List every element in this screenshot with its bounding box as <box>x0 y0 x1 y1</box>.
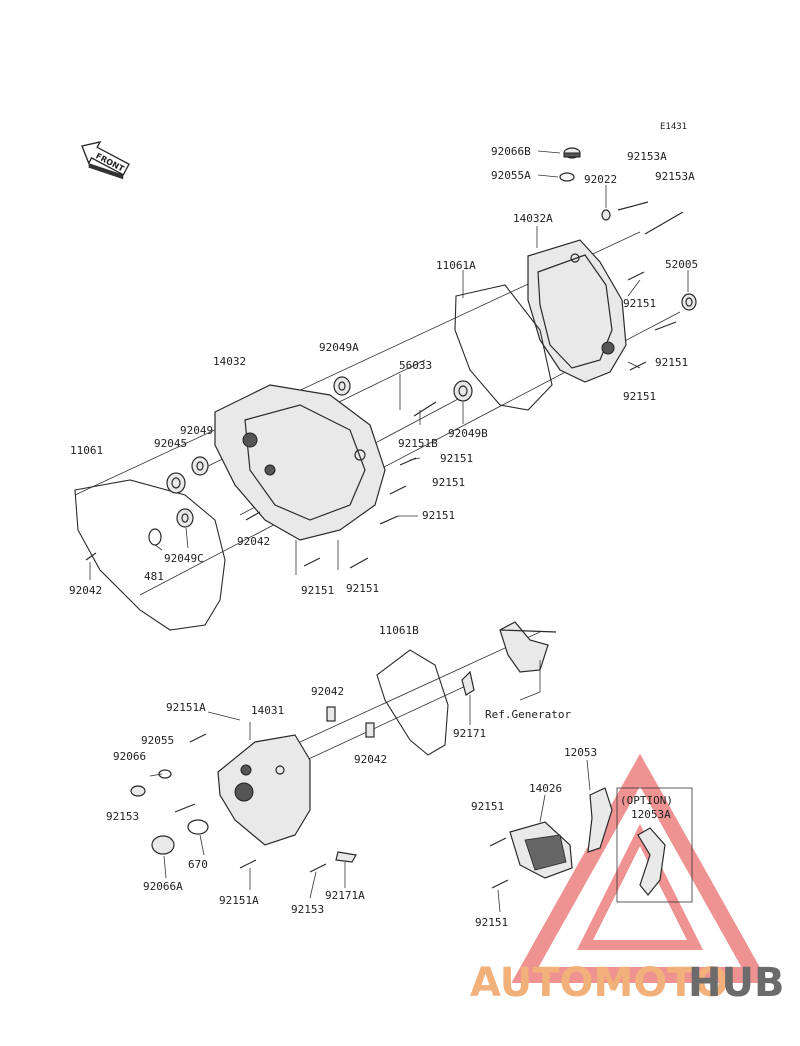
bolts-upper <box>85 201 684 569</box>
label-92153a-2: 92153A <box>655 170 695 183</box>
oring-92055 <box>158 769 172 779</box>
label-14026: 14026 <box>529 782 562 795</box>
label-92151-b2: 92151 <box>346 582 379 595</box>
label-92042-b: 92042 <box>69 584 102 597</box>
leader-lines <box>89 150 689 913</box>
label-481: 481 <box>144 570 164 583</box>
label-92042-d: 92042 <box>354 753 387 766</box>
label-92151-l1: 92151 <box>471 800 504 813</box>
label-670: 670 <box>188 858 208 871</box>
label-56033: 56033 <box>399 359 432 372</box>
seal-92049c <box>176 508 194 528</box>
diagram-code: E1431 <box>660 122 687 132</box>
label-92171a: 92171A <box>325 889 365 902</box>
seal-52005 <box>681 293 697 311</box>
label-11061: 11061 <box>70 444 103 457</box>
plug-92066 <box>130 785 146 797</box>
seal-92049b <box>453 380 473 402</box>
label-92055a: 92055A <box>491 169 531 182</box>
label-92055: 92055 <box>141 734 174 747</box>
label-92066: 92066 <box>113 750 146 763</box>
front-arrow-icon: FRONT <box>81 141 130 180</box>
plug-92066a <box>151 835 175 855</box>
label-14032: 14032 <box>213 355 246 368</box>
label-92151-r1: 92151 <box>623 297 656 310</box>
ring-481 <box>148 528 162 546</box>
label-92049a: 92049A <box>319 341 359 354</box>
label-92151-l2: 92151 <box>475 916 508 929</box>
label-92066b: 92066B <box>491 145 531 158</box>
label-92151a-2: 92151A <box>219 894 259 907</box>
label-option: (OPTION) <box>620 794 673 807</box>
cover-14031 <box>217 734 311 846</box>
label-11061a: 11061A <box>436 259 476 272</box>
plug-92066b <box>563 147 581 159</box>
label-92042-a: 92042 <box>237 535 270 548</box>
label-92022: 92022 <box>584 173 617 186</box>
washer-92022 <box>601 209 611 221</box>
generator-harness <box>499 621 557 673</box>
bolts-lower <box>174 733 509 889</box>
watermark-text-part1: AUTOMOTO <box>470 960 729 1006</box>
label-92151-m3: 92151 <box>422 509 455 522</box>
label-92151b: 92151B <box>398 437 438 450</box>
label-92151-b1: 92151 <box>301 584 334 597</box>
label-14032a: 14032A <box>513 212 553 225</box>
oring-92055a <box>559 172 575 182</box>
label-12053a: 12053A <box>631 808 671 821</box>
bearing-92045 <box>166 472 186 494</box>
bracket-12053a <box>616 787 693 903</box>
bracket-12053 <box>587 787 613 853</box>
label-92066a: 92066A <box>143 880 183 893</box>
label-92151-r3: 92151 <box>623 390 656 403</box>
label-92153a-1: 92153A <box>627 150 667 163</box>
pin-92042-c <box>326 706 336 722</box>
oring-670 <box>187 819 209 835</box>
cover-14032a <box>527 239 627 383</box>
watermark-text: AUTOMOTO HUB <box>470 960 784 1006</box>
watermark-triangle <box>511 753 769 983</box>
label-92049b: 92049B <box>448 427 488 440</box>
part-labels: 92066B 92055A 92153A 92153A 92022 14032A… <box>69 145 698 929</box>
label-92049c: 92049C <box>164 552 204 565</box>
label-12053: 12053 <box>564 746 597 759</box>
watermark-inner-triangle <box>576 823 704 950</box>
label-92153-1: 92153 <box>106 810 139 823</box>
label-92153-2: 92153 <box>291 903 324 916</box>
cover-14032 <box>214 384 386 541</box>
watermark-logo <box>511 753 769 983</box>
label-92151-r2: 92151 <box>655 356 688 369</box>
gasket-11061a <box>454 284 553 411</box>
label-92049: 92049 <box>180 424 213 437</box>
label-92045: 92045 <box>154 437 187 450</box>
label-ref-generator: Ref.Generator <box>485 708 571 721</box>
seal-92049a <box>333 376 351 396</box>
label-92151a-1: 92151A <box>166 701 206 714</box>
label-14031: 14031 <box>251 704 284 717</box>
clamp-92171 <box>461 670 475 696</box>
pin-92042-d <box>365 722 375 738</box>
label-92151-m1: 92151 <box>440 452 473 465</box>
seal-92049 <box>191 456 209 476</box>
gasket-11061b <box>376 649 449 756</box>
watermark-text-part2: HUB <box>688 960 784 1006</box>
label-92171: 92171 <box>453 727 486 740</box>
label-52005: 52005 <box>665 258 698 271</box>
clamp-92171a <box>335 851 357 863</box>
label-11061b: 11061B <box>379 624 419 637</box>
label-92042-c: 92042 <box>311 685 344 698</box>
label-92151-m2: 92151 <box>432 476 465 489</box>
guard-14026 <box>509 821 573 879</box>
